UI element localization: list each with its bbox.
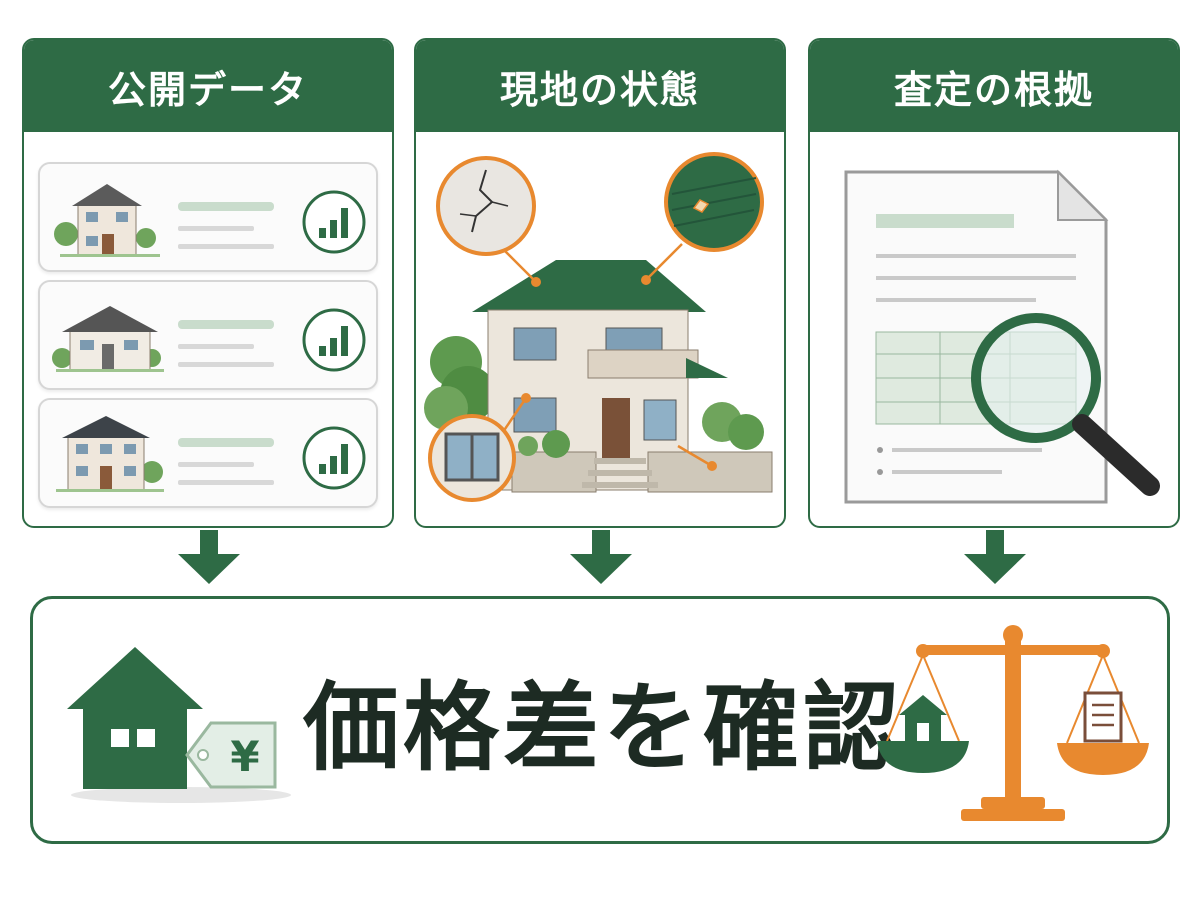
wall-crack-icon — [436, 156, 536, 256]
roof-tile-icon — [664, 152, 764, 252]
arrow-down-icon — [178, 530, 240, 584]
house-price-icon: ¥ — [67, 647, 291, 803]
price-difference-box: ¥ 価格差を確認 — [30, 596, 1170, 844]
house-illustration-icon — [54, 184, 160, 257]
yen-symbol: ¥ — [230, 732, 259, 781]
panel-title: 現地の状態 — [416, 40, 784, 132]
house-icon — [899, 695, 947, 741]
panel-appraisal-basis: 査定の根拠 — [808, 38, 1180, 528]
house-illustration-icon — [472, 260, 773, 493]
bush-icon — [702, 402, 764, 450]
listing-list — [24, 132, 392, 526]
rising-bars-icon — [302, 190, 366, 254]
rising-bars-icon — [302, 308, 366, 372]
appraisal-document-illustration — [844, 169, 1160, 504]
panel-site-condition: 現地の状態 — [414, 38, 786, 528]
window-frame-icon — [428, 414, 516, 502]
arrow-down-icon — [570, 530, 632, 584]
house-inspection-illustration — [424, 152, 773, 502]
price-tag-icon: ¥ — [185, 721, 277, 789]
rising-bars-icon — [302, 426, 366, 490]
balance-scale-icon — [877, 625, 1149, 821]
panel-title: 公開データ — [24, 40, 392, 132]
panel-title: 査定の根拠 — [810, 40, 1178, 132]
document-icon — [1083, 691, 1123, 743]
listing-card — [38, 162, 378, 272]
house-illustration-icon — [52, 306, 164, 372]
magnifying-glass-icon — [971, 313, 1160, 496]
result-title: 価格差を確認 — [303, 671, 903, 784]
listing-card — [38, 398, 378, 508]
panel-public-data: 公開データ — [22, 38, 394, 528]
arrow-down-icon — [964, 530, 1026, 584]
house-illustration-icon — [56, 416, 164, 492]
listing-card — [38, 280, 378, 390]
